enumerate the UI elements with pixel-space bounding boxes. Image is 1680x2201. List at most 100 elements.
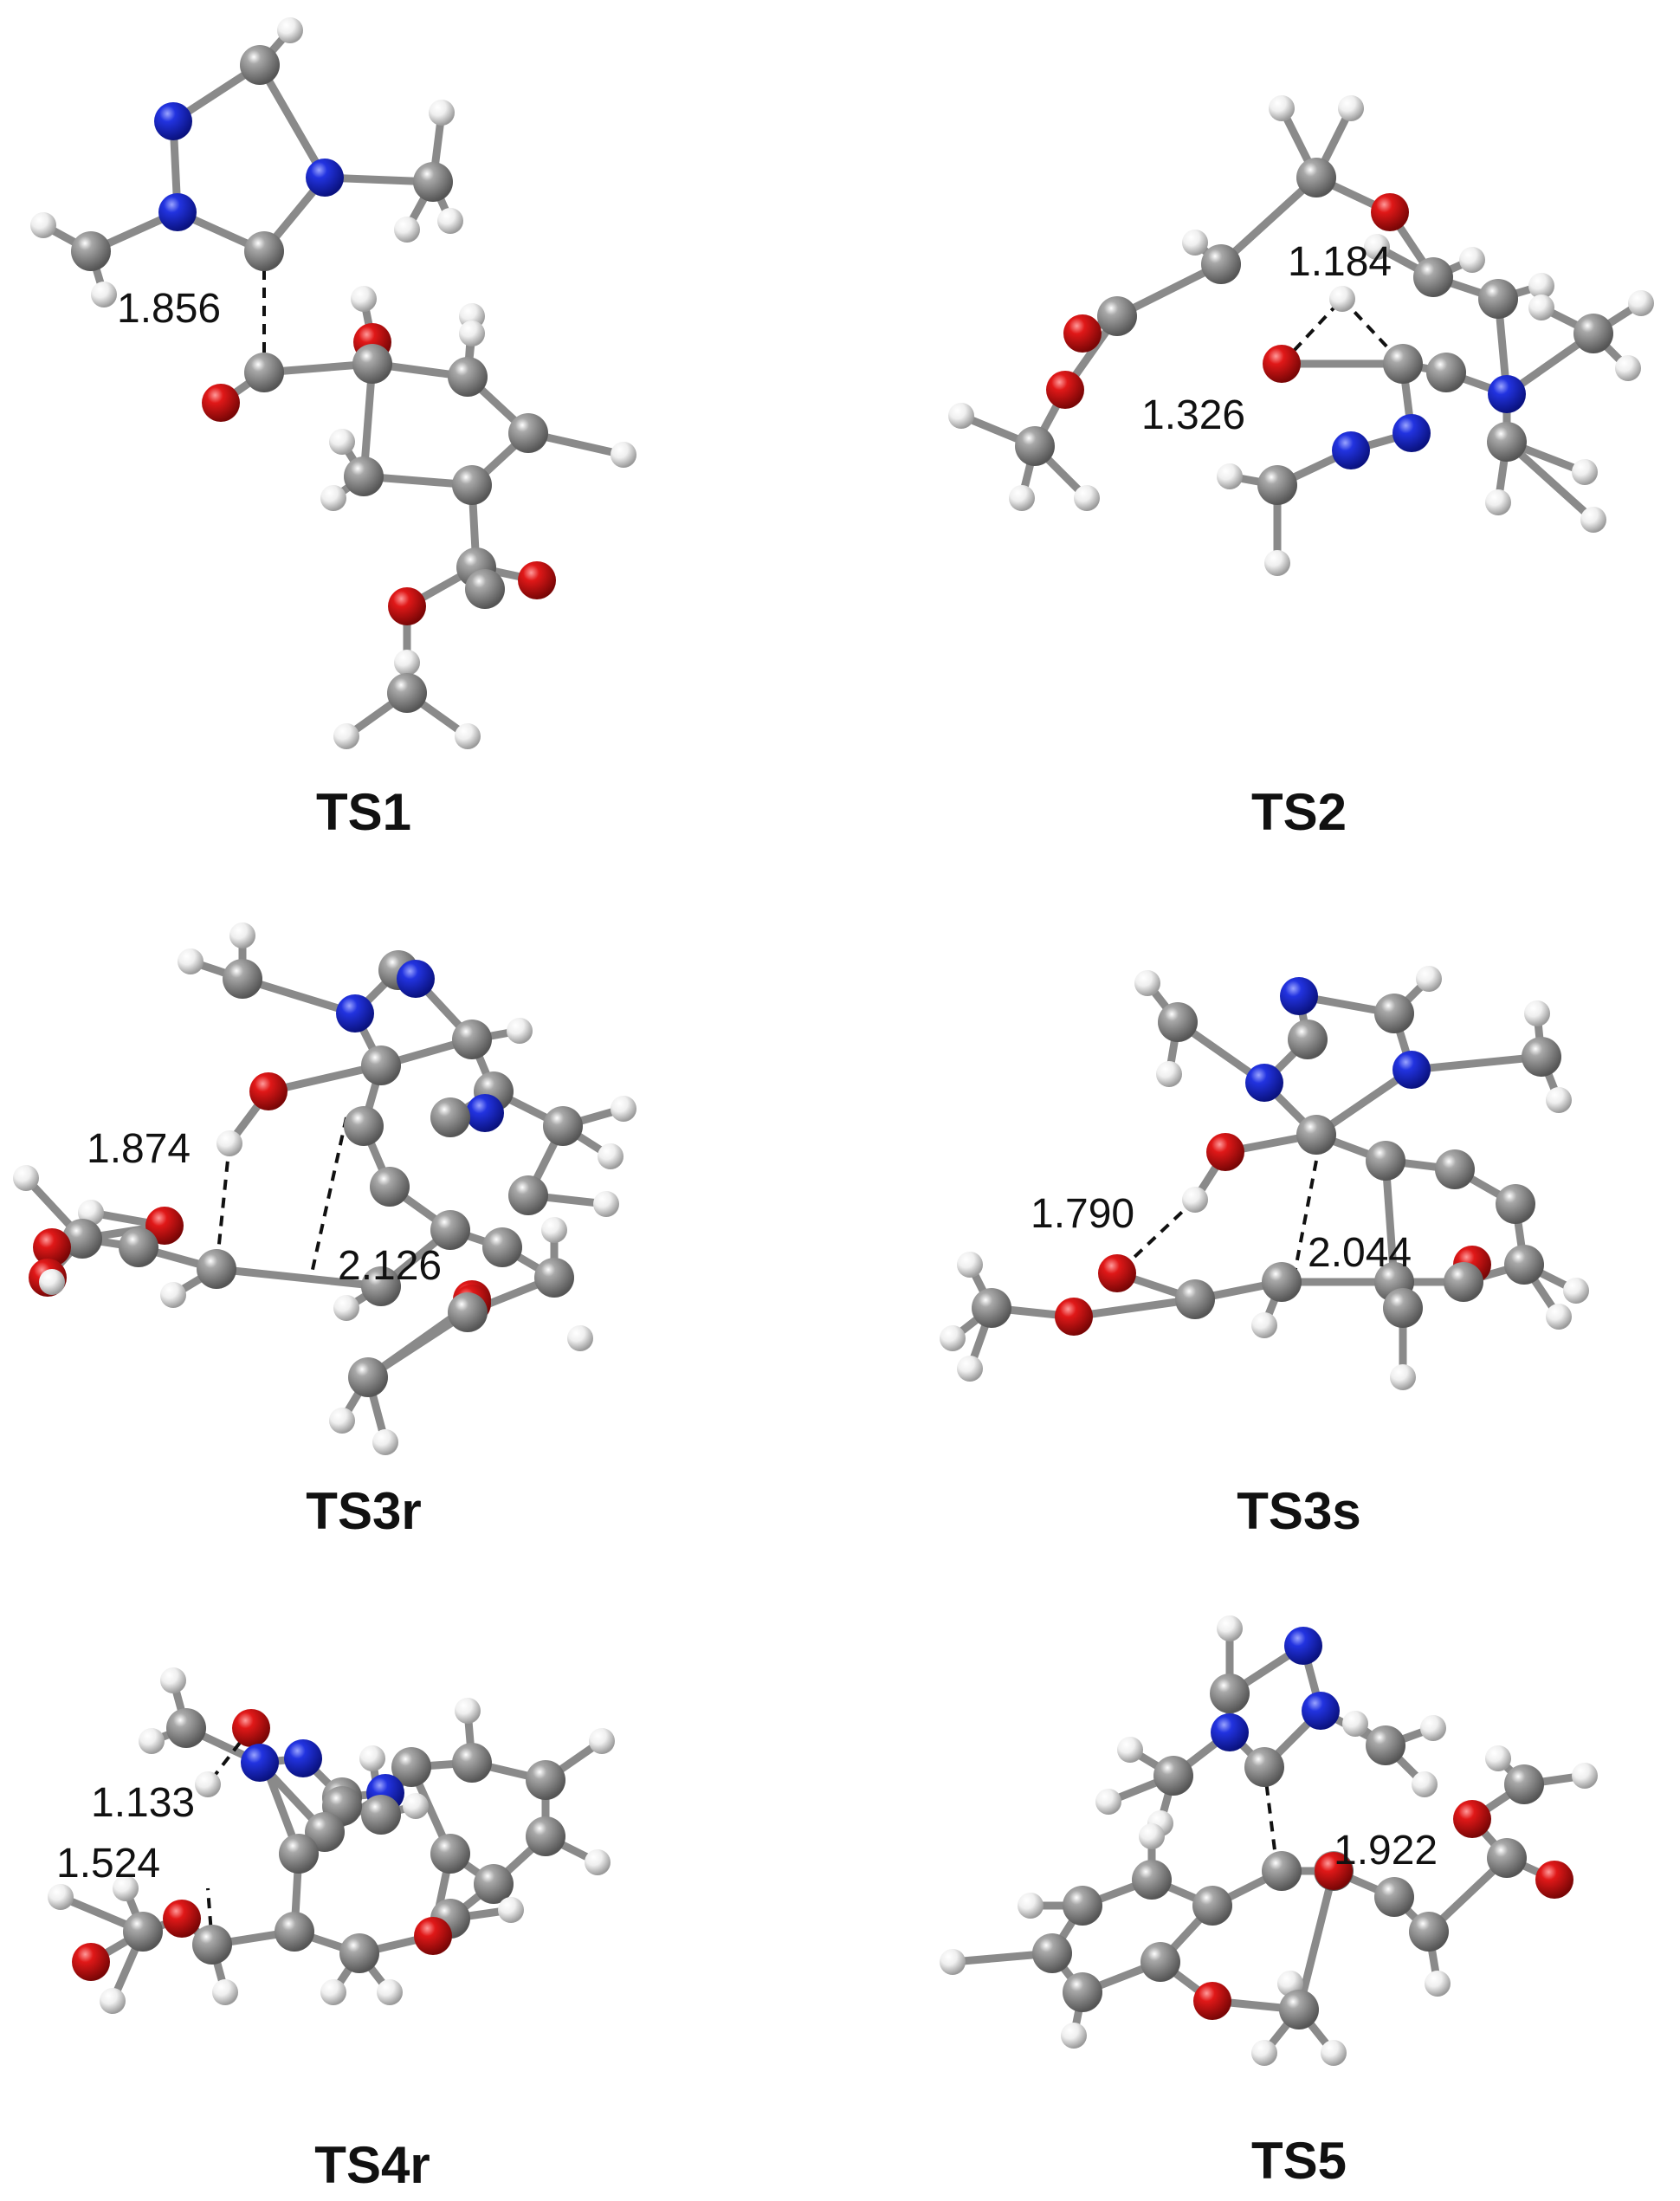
ts1-carbon-atom	[352, 344, 392, 384]
ts1-hydrogen-atom	[91, 282, 117, 307]
ts3s-carbon-atom	[1288, 1020, 1328, 1059]
ts2-carbon-atom	[1478, 279, 1518, 319]
ts1-carbon-atom	[452, 465, 492, 505]
ts1-carbon-atom	[244, 353, 284, 392]
ts2-forming-bond-dash	[1280, 297, 1344, 366]
ts5-hydrogen-atom	[1251, 2040, 1277, 2066]
ts2-nitrogen-atom	[1332, 431, 1370, 469]
ts2-hydrogen-atom	[1074, 485, 1100, 511]
ts2-carbon-atom	[1573, 314, 1613, 353]
ts5-hydrogen-atom	[1095, 1789, 1121, 1815]
ts5-hydrogen-atom	[1139, 1823, 1165, 1849]
ts4r-oxygen-atom	[232, 1709, 270, 1747]
ts1-hydrogen-atom	[455, 723, 481, 749]
ts4r-carbon-atom	[123, 1912, 163, 1952]
ts3s-carbon-atom	[1522, 1037, 1561, 1077]
ts3s-carbon-atom	[1158, 1002, 1198, 1042]
ts4r-carbon-atom	[361, 1795, 401, 1835]
ts3r-nitrogen-atom	[466, 1094, 504, 1132]
ts3s-bond	[1069, 1295, 1199, 1321]
ts3r-oxygen-atom	[33, 1228, 71, 1266]
ts5-hydrogen-atom	[1117, 1737, 1143, 1763]
ts2-hydrogen-atom	[1217, 463, 1243, 489]
ts3r-hydrogen-atom	[507, 1018, 533, 1044]
ts4r-carbon-atom	[279, 1834, 319, 1874]
ts5-oxygen-atom	[1535, 1861, 1573, 1899]
ts3r-carbon-atom	[361, 1266, 401, 1306]
ts3r-carbon-atom	[452, 1020, 492, 1059]
ts5-hydrogen-atom	[940, 1949, 966, 1975]
ts1-carbon-atom	[413, 162, 453, 202]
ts4r-oxygen-atom	[72, 1943, 110, 1981]
ts5-hydrogen-atom	[1342, 1711, 1368, 1737]
ts5-carbon-atom	[1140, 1942, 1180, 1982]
ts2-hydrogen-atom	[1009, 485, 1035, 511]
ts5-oxygen-atom	[1315, 1852, 1353, 1890]
ts3r-carbon-atom	[344, 1106, 384, 1146]
ts3s-nitrogen-atom	[1392, 1051, 1431, 1089]
ts3s-hydrogen-atom	[957, 1252, 983, 1278]
ts3s-hydrogen-atom	[1546, 1087, 1572, 1113]
ts1-hydrogen-atom	[429, 100, 455, 126]
ts3s-hydrogen-atom	[1134, 970, 1160, 996]
ts2-carbon-atom	[1097, 296, 1137, 336]
ts2-hydrogen-atom	[1615, 355, 1641, 381]
ts3r-carbon-atom	[361, 1045, 401, 1085]
ts5-carbon-atom	[1032, 1933, 1072, 1973]
ts5-carbon-atom	[1366, 1725, 1405, 1765]
ts3s-hydrogen-atom	[957, 1356, 983, 1382]
ts3r-carbon-atom	[508, 1175, 548, 1215]
ts4r-hydrogen-atom	[377, 1979, 403, 2005]
ts3r-hydrogen-atom	[216, 1130, 242, 1156]
ts3r-distance-label-1: 1.874	[87, 1126, 191, 1172]
ts2-distance-label-2: 1.326	[1141, 392, 1245, 438]
ts3r-forming-bond-dash	[310, 1117, 348, 1274]
ts2-carbon-atom	[1487, 422, 1527, 462]
ts3s-hydrogen-atom	[1156, 1061, 1182, 1087]
ts1-nitrogen-atom	[306, 159, 344, 197]
ts5-hydrogen-atom	[1321, 2040, 1347, 2066]
ts4r-hydrogen-atom	[585, 1849, 611, 1875]
ts5-nitrogen-atom	[1302, 1692, 1340, 1730]
ts1-oxygen-atom	[388, 587, 426, 625]
ts3s-carbon-atom	[1374, 994, 1414, 1033]
ts1-bond	[255, 61, 329, 182]
ts2-nitrogen-atom	[1392, 414, 1431, 452]
ts3r-carbon-atom	[348, 1357, 388, 1397]
ts4r-hydrogen-atom	[100, 1988, 126, 2014]
ts2-carbon-atom	[1383, 344, 1423, 384]
ts3r-carbon-atom	[119, 1227, 158, 1267]
panel-ts2: 1.184 1.326 TS2	[948, 95, 1654, 841]
ts4r-carbon-atom	[430, 1834, 470, 1874]
ts2-hydrogen-atom	[1364, 234, 1390, 260]
ts1-title: TS1	[316, 783, 411, 841]
ts3s-carbon-atom	[1383, 1288, 1423, 1328]
ts2-carbon-atom	[1201, 244, 1241, 284]
ts5-carbon-atom	[1063, 1886, 1102, 1926]
ts2-hydrogen-atom	[1459, 247, 1485, 273]
ts3r-hydrogen-atom	[611, 1096, 636, 1122]
ts1-atoms	[30, 17, 636, 749]
ts5-carbon-atom	[1374, 1877, 1414, 1917]
ts1-distance-label: 1.856	[117, 286, 221, 332]
ts3r-distance-label-2: 2.126	[338, 1243, 442, 1289]
ts5-carbon-atom	[1409, 1912, 1449, 1952]
ts2-hydrogen-atom	[1485, 489, 1511, 515]
ts5-carbon-atom	[1244, 1747, 1284, 1787]
ts1-nitrogen-atom	[154, 102, 192, 140]
ts1-hydrogen-atom	[459, 320, 485, 346]
ts4r-nitrogen-atom	[284, 1739, 322, 1777]
ts3r-hydrogen-atom	[39, 1269, 65, 1295]
ts3s-distance-label-2: 2.044	[1308, 1230, 1412, 1276]
ts5-carbon-atom	[1487, 1838, 1527, 1878]
ts2-distance-label-1: 1.184	[1288, 239, 1392, 285]
ts2-oxygen-atom	[1063, 314, 1102, 353]
ts2-hydrogen-atom	[1182, 230, 1208, 256]
ts4r-carbon-atom	[275, 1912, 314, 1952]
ts2-carbon-atom	[1413, 257, 1453, 297]
panel-ts1: 1.856 TS1	[30, 17, 636, 841]
ts1-hydrogen-atom	[394, 217, 420, 243]
ts1-hydrogen-atom	[30, 212, 56, 238]
ts3r-carbon-atom	[482, 1227, 522, 1267]
